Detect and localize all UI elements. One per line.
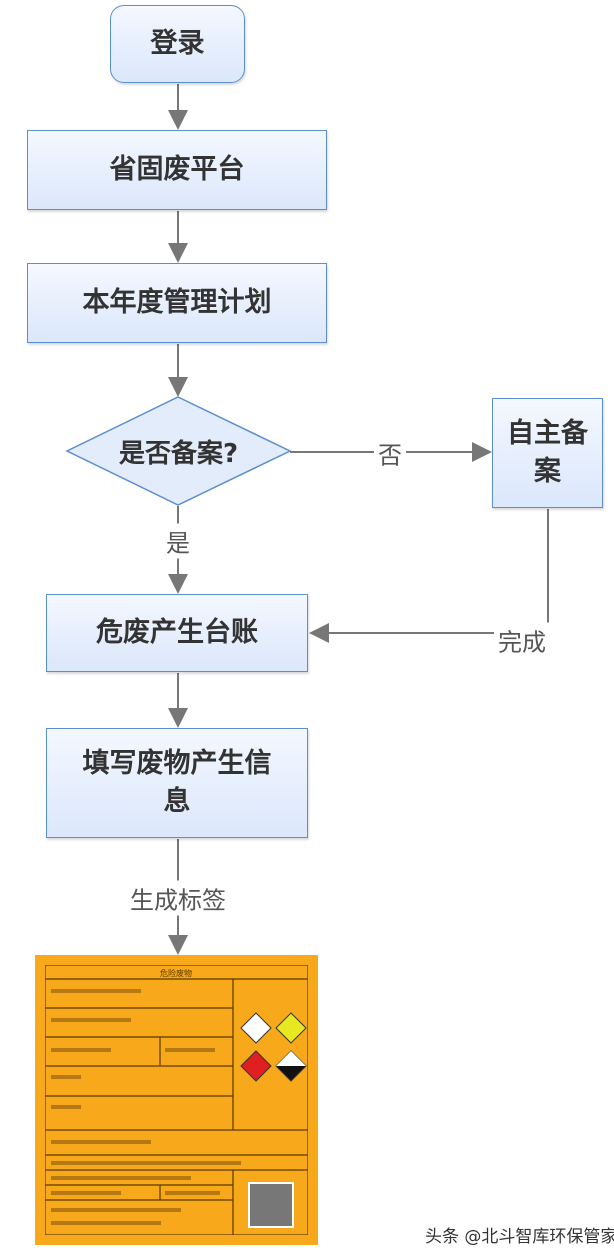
edge-label-no: 否	[374, 435, 406, 471]
node-self-record: 自主备案	[492, 398, 603, 508]
node-platform-text: 省固废平台	[109, 154, 245, 186]
node-decision-text: 是否备案?	[118, 438, 239, 469]
hazard-toxic-icon	[240, 1012, 272, 1044]
node-login: 登录	[110, 5, 245, 83]
node-plan: 本年度管理计划	[27, 263, 327, 343]
node-platform: 省固废平台	[27, 130, 327, 210]
decision-diamond	[65, 396, 292, 506]
node-fill-info-text: 填写废物产生信息	[82, 748, 272, 817]
arrow-self-ledger	[309, 509, 549, 643]
edge-label-done: 完成	[494, 622, 550, 658]
node-ledger: 危废产生台账	[46, 594, 308, 672]
node-fill-info: 填写废物产生信息	[46, 728, 308, 838]
node-decision: 是否备案?	[67, 397, 290, 505]
hazard-flammable-icon	[240, 1050, 272, 1082]
edge-label-yes: 是	[162, 523, 194, 559]
hazard-harmful-icon	[275, 1012, 307, 1044]
node-login-text: 登录	[150, 28, 205, 60]
watermark: 头条 @北斗智库环保管家	[425, 1227, 614, 1247]
node-plan-text: 本年度管理计划	[82, 287, 272, 319]
node-self-record-text: 自主备案	[507, 418, 588, 487]
edge-label-generate: 生成标签	[126, 880, 230, 916]
label-title: 危险废物	[160, 968, 192, 978]
label-graphic: 危险废物	[44, 964, 309, 1236]
qr-code-icon	[248, 1182, 294, 1228]
node-ledger-text: 危废产生台账	[96, 617, 258, 649]
hazardous-waste-label-image: 危险废物	[35, 955, 318, 1245]
